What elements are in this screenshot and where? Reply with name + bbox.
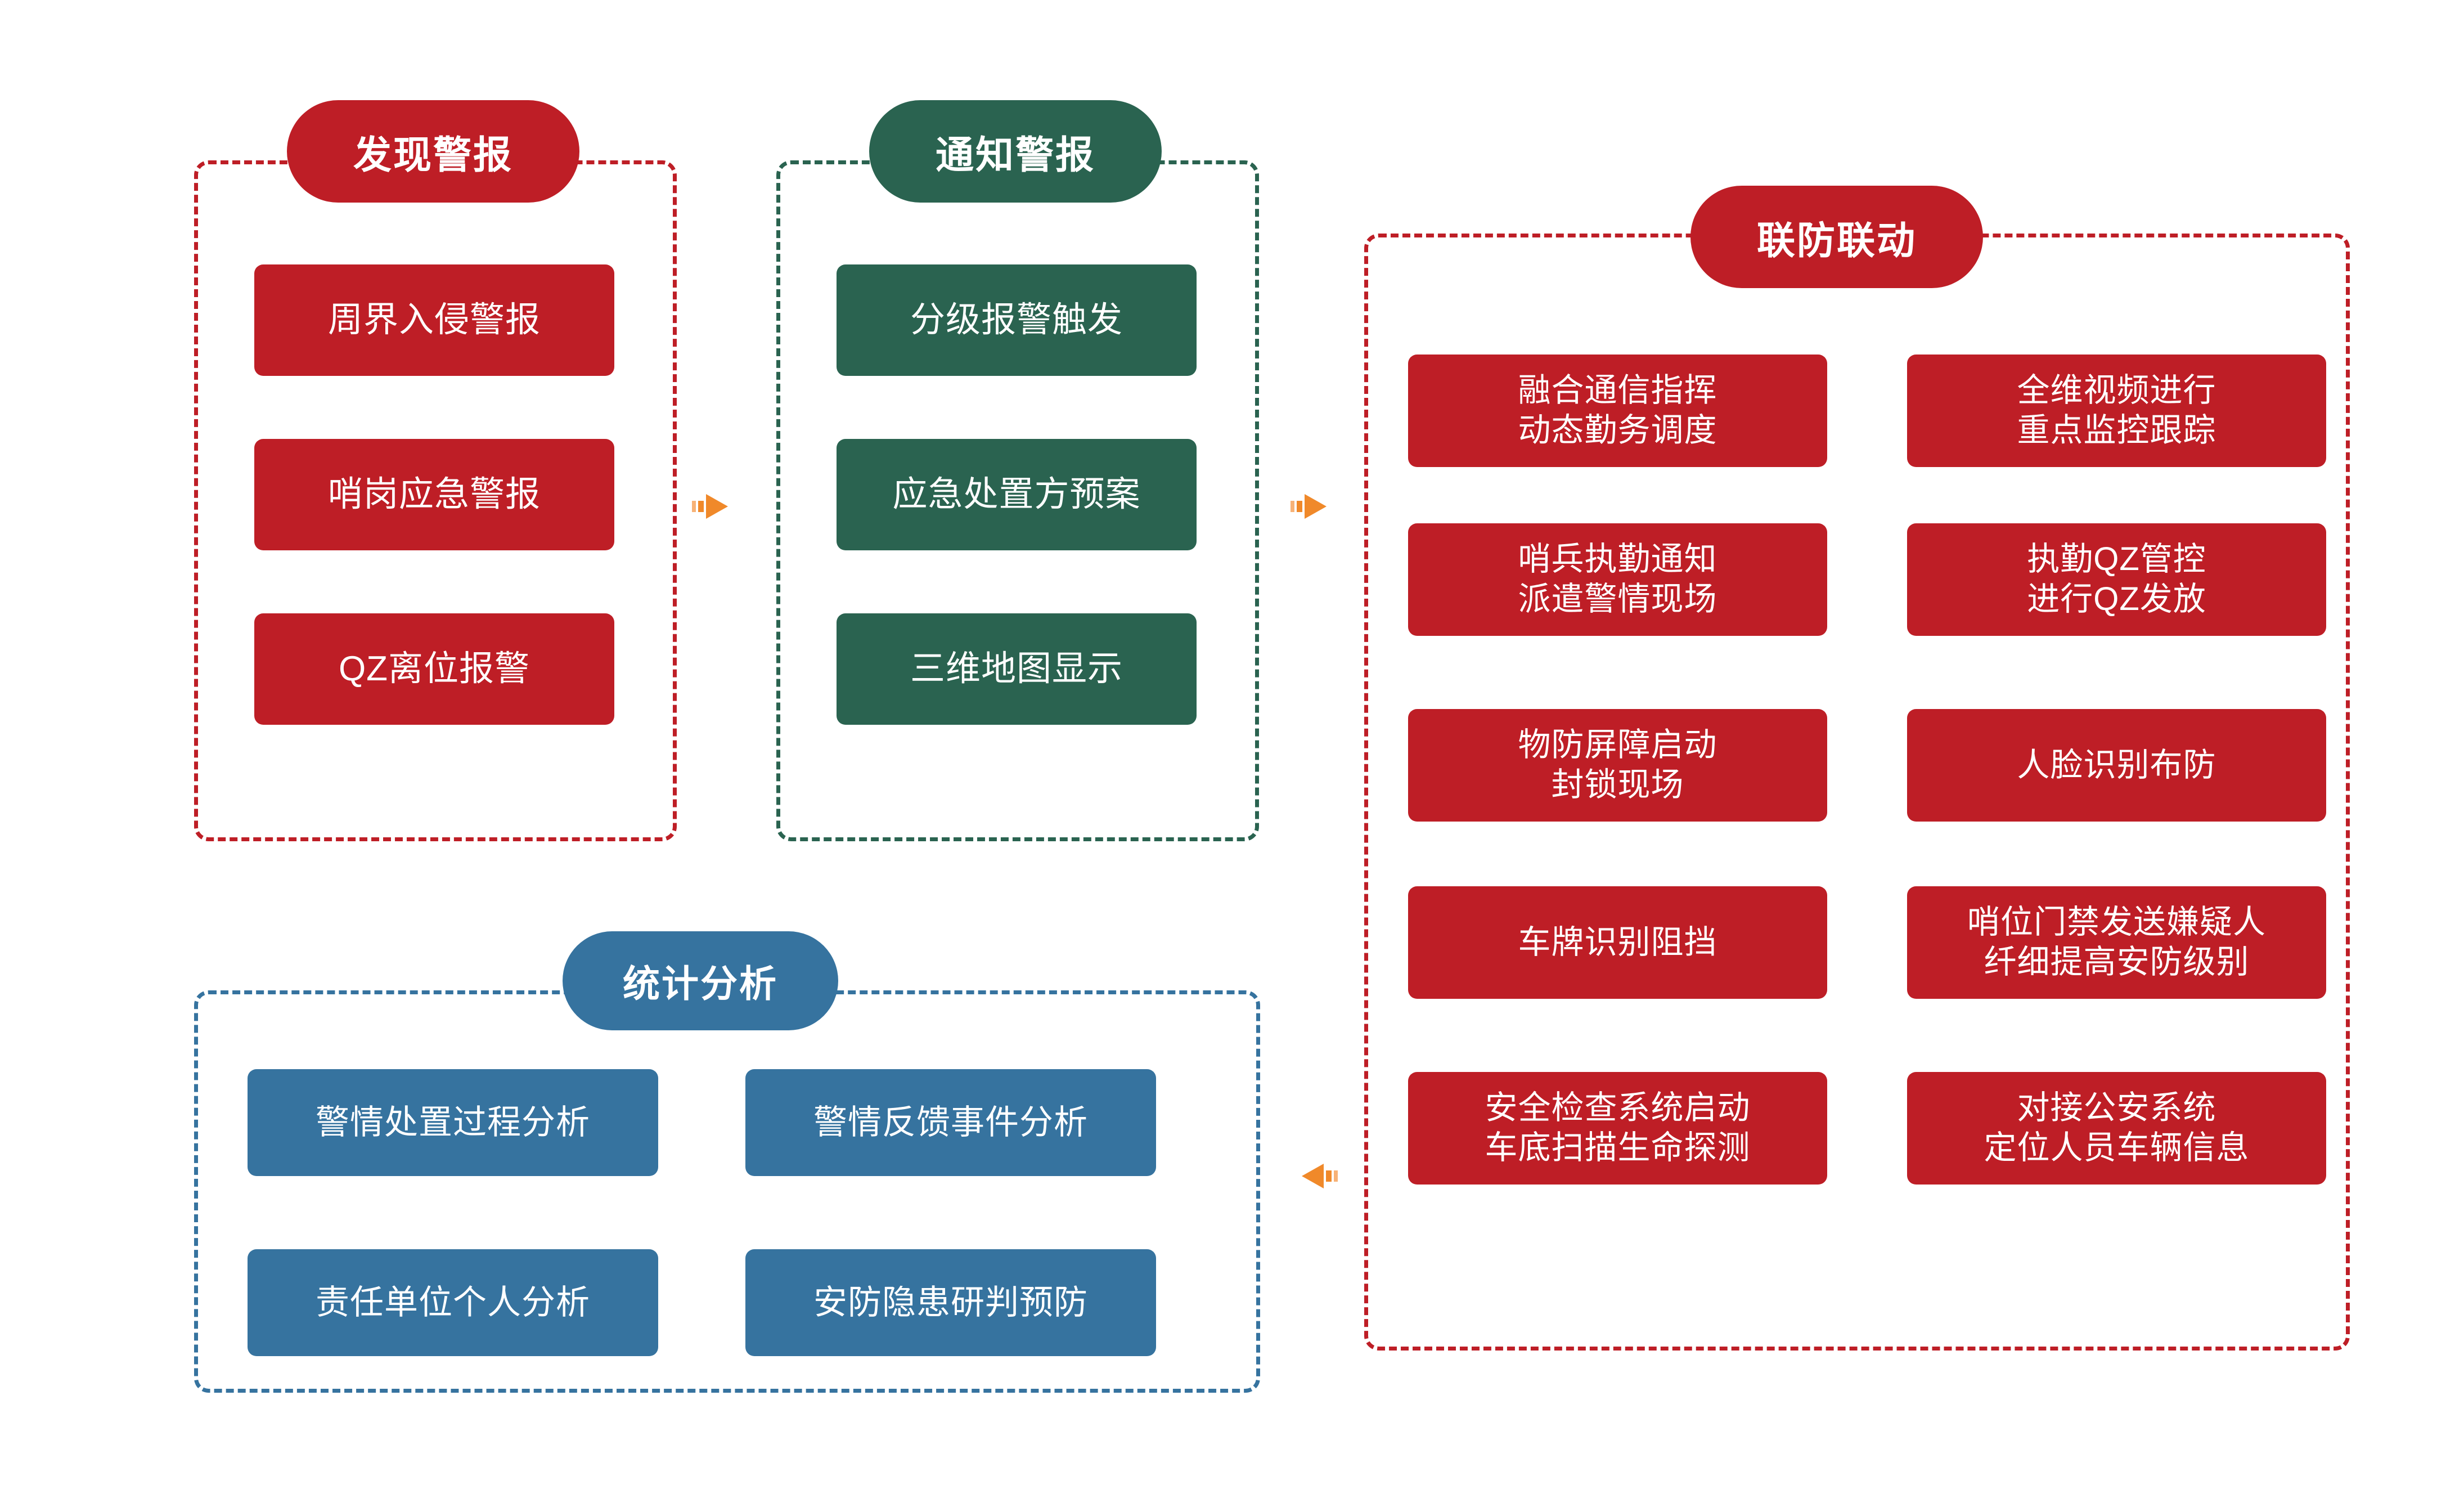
card-joint-left-3[interactable]: 车牌识别阻挡 [1408,886,1827,999]
group-header-detect: 发现警报 [287,100,579,203]
group-header-stats: 统计分析 [563,931,838,1030]
card-joint-right-0[interactable]: 全维视频进行 重点监控跟踪 [1907,355,2326,467]
card-joint-right-4[interactable]: 对接公安系统 定位人员车辆信息 [1907,1072,2326,1185]
card-stats-left-1[interactable]: 责任单位个人分析 [248,1249,658,1356]
card-joint-left-0[interactable]: 融合通信指挥 动态勤务调度 [1408,355,1827,467]
card-joint-left-1[interactable]: 哨兵执勤通知 派遣警情现场 [1408,523,1827,636]
card-stats-left-0[interactable]: 警情处置过程分析 [248,1069,658,1176]
card-detect-0[interactable]: 周界入侵警报 [254,264,614,376]
arrow-right-icon [691,484,736,529]
card-joint-right-1[interactable]: 执勤QZ管控 进行QZ发放 [1907,523,2326,636]
group-header-joint: 联防联动 [1690,186,1983,288]
card-notify-1[interactable]: 应急处置方预案 [837,439,1197,550]
card-notify-2[interactable]: 三维地图显示 [837,613,1197,725]
card-stats-right-0[interactable]: 警情反馈事件分析 [745,1069,1156,1176]
card-joint-left-4[interactable]: 安全检查系统启动 车底扫描生命探测 [1408,1072,1827,1185]
card-joint-right-2[interactable]: 人脸识别布防 [1907,709,2326,822]
group-header-notify: 通知警报 [869,100,1162,203]
card-joint-left-2[interactable]: 物防屏障启动 封锁现场 [1408,709,1827,822]
card-notify-0[interactable]: 分级报警触发 [837,264,1197,376]
card-joint-right-3[interactable]: 哨位门禁发送嫌疑人 纤细提高安防级别 [1907,886,2326,999]
arrow-right-icon [1289,484,1334,529]
card-stats-right-1[interactable]: 安防隐患研判预防 [745,1249,1156,1356]
arrow-left-icon [1294,1154,1339,1199]
card-detect-1[interactable]: 哨岗应急警报 [254,439,614,550]
card-detect-2[interactable]: QZ离位报警 [254,613,614,725]
